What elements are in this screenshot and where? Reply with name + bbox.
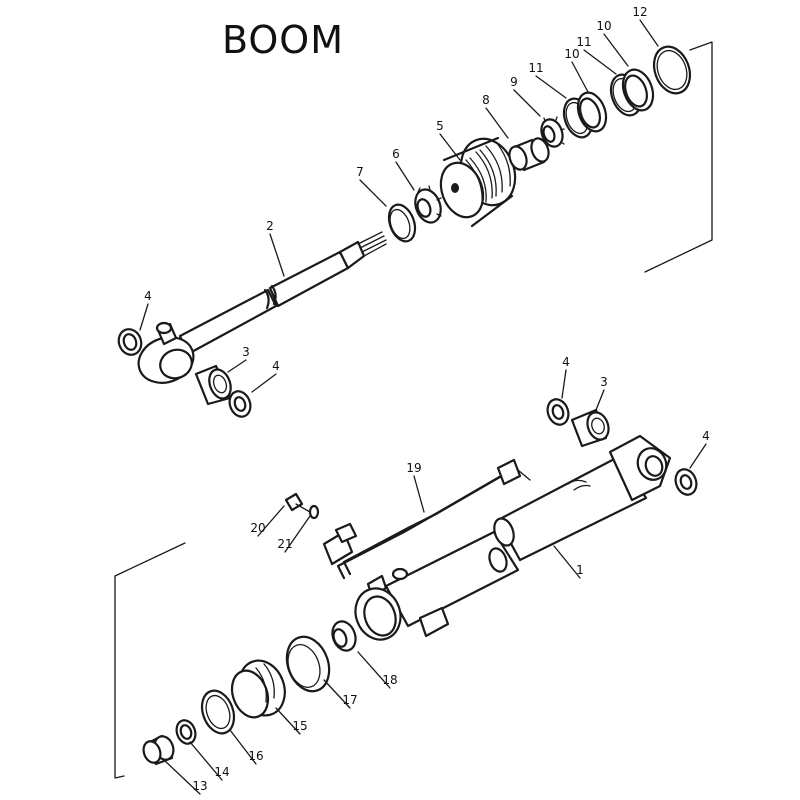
callout-leader — [229, 729, 257, 765]
callout-number: 4 — [702, 429, 710, 443]
wear-ring-9[interactable] — [538, 116, 566, 149]
callout-number: 17 — [342, 693, 357, 707]
callout-number: 10 — [596, 19, 611, 33]
snap-ring-12[interactable] — [648, 42, 696, 99]
bushing-3b[interactable] — [570, 408, 612, 448]
callout-number: 8 — [482, 93, 490, 107]
ring-14[interactable] — [173, 718, 198, 747]
callout-leader — [359, 179, 387, 207]
callout-leader — [571, 61, 589, 93]
seal-ring-10b[interactable] — [618, 65, 659, 114]
callout-labels: 4234765891110111012434191202113141615171… — [139, 5, 710, 795]
callout-leader — [485, 107, 509, 139]
bracket-line-lower — [114, 542, 186, 779]
callout-leader — [561, 369, 567, 399]
callout-leader — [395, 161, 415, 191]
callout-leader — [163, 759, 201, 795]
callout-number: 16 — [248, 749, 263, 763]
bushing-18[interactable] — [329, 618, 360, 654]
callout-number: 10 — [564, 47, 579, 61]
callout-number: 4 — [144, 289, 152, 303]
callout-number: 19 — [406, 461, 421, 475]
bracket-line-upper — [644, 41, 713, 273]
callout-number: 5 — [436, 119, 444, 133]
callout-number: 12 — [632, 5, 647, 19]
callout-leader — [595, 389, 605, 411]
dust-seal-4b[interactable] — [226, 388, 254, 419]
piston-5[interactable] — [434, 131, 524, 228]
callout-number: 7 — [356, 165, 364, 179]
callout-leader — [227, 359, 247, 373]
callout-leader — [257, 505, 285, 537]
bolt-20[interactable] — [284, 492, 311, 513]
callout-number: 6 — [392, 147, 400, 161]
callout-number: 15 — [292, 719, 307, 733]
callout-leader — [139, 303, 149, 331]
callout-number: 11 — [528, 61, 543, 75]
callout-leader — [413, 475, 425, 513]
callout-leader — [689, 443, 707, 469]
cylinder-tube[interactable] — [348, 434, 672, 646]
callout-number: 3 — [600, 375, 608, 389]
bushing-3a[interactable] — [194, 364, 235, 406]
dust-seal-4a[interactable] — [115, 326, 145, 358]
callout-number: 9 — [510, 75, 518, 89]
bushing-13[interactable] — [141, 734, 177, 766]
nut-6[interactable] — [411, 185, 445, 226]
callout-number: 4 — [272, 359, 280, 373]
callout-leader — [284, 515, 311, 553]
callout-leader — [583, 49, 617, 75]
washer-21[interactable] — [308, 504, 320, 520]
callout-number: 3 — [242, 345, 250, 359]
callout-number: 13 — [192, 779, 207, 793]
callout-number: 4 — [562, 355, 570, 369]
sleeve-8[interactable] — [506, 136, 551, 172]
callout-number: 21 — [277, 537, 292, 551]
dust-seal-4c[interactable] — [544, 396, 572, 427]
callout-number: 2 — [266, 219, 274, 233]
gland-15[interactable] — [226, 654, 292, 722]
callout-leader — [269, 233, 285, 277]
seal-16[interactable] — [196, 686, 239, 738]
callout-leader — [275, 707, 301, 735]
diagram-title: BOOM — [222, 18, 345, 62]
dust-seal-4d[interactable] — [672, 466, 700, 497]
pipe-19[interactable] — [322, 458, 531, 580]
callout-leader — [639, 19, 659, 47]
ring-7[interactable] — [384, 201, 420, 245]
callout-number: 11 — [576, 35, 591, 49]
callout-number: 20 — [250, 521, 265, 535]
callout-number: 14 — [214, 765, 229, 779]
callout-number: 1 — [576, 563, 584, 577]
callout-leader — [513, 89, 541, 117]
callout-leader — [323, 679, 351, 709]
callout-leader — [553, 545, 581, 579]
cylinder-head-17[interactable] — [280, 631, 337, 697]
piston-rod[interactable] — [132, 231, 387, 390]
callout-leader — [189, 741, 223, 781]
callout-number: 18 — [382, 673, 397, 687]
callout-leader — [357, 651, 391, 689]
callout-leader — [251, 373, 277, 393]
callout-leader — [439, 133, 461, 161]
callout-leader — [535, 75, 567, 99]
seal-ring-10a[interactable] — [573, 89, 611, 135]
callout-leader — [603, 33, 629, 67]
